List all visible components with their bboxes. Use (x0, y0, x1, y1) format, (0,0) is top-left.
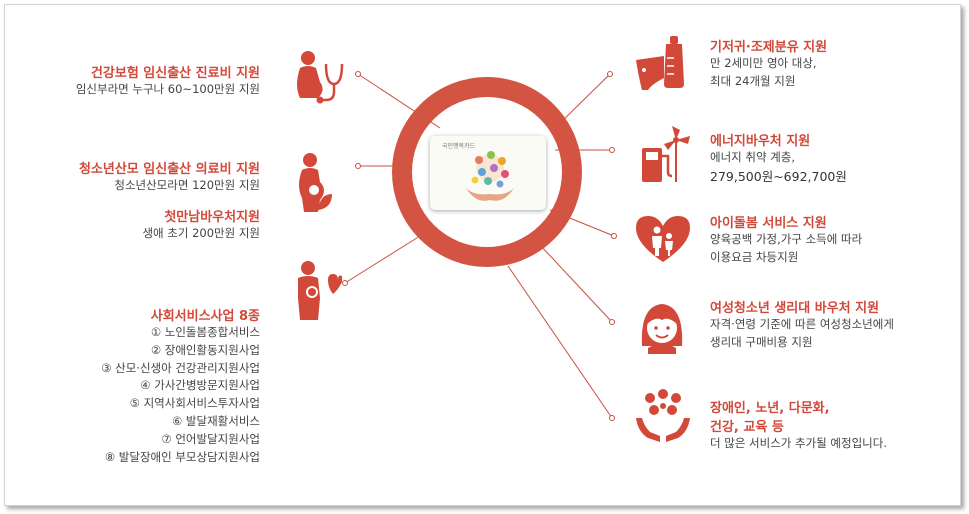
baby-bottle-diaper-icon (636, 36, 684, 90)
center-ring (392, 77, 582, 267)
item-teen-mother: 청소년산모 임신출산 의료비 지원 청소년산모라면 120만원 지원 (79, 158, 260, 195)
connector-sanitary (539, 244, 613, 323)
sanitary-title: 여성청소년 생리대 바우처 지원 (710, 301, 880, 316)
teen-mother-desc: 청소년산모라면 120만원 지원 (114, 178, 260, 192)
item-social-services: 사회서비스사업 8종 ① 노인돌봄종합서비스 ② 장애인활동지원사업 ③ 산모·… (101, 305, 260, 467)
happiness-card: 국민행복카드 (430, 136, 546, 210)
item-more-services: 장애인, 노년, 다문화, 건강, 교육 등 더 많은 서비스가 추가될 예정입… (710, 397, 887, 453)
heart-family-icon (636, 216, 690, 262)
diaper-title: 기저귀·조제분유 지원 (710, 40, 828, 55)
diaper-desc: 최대 24개월 지원 (710, 73, 796, 88)
childcare-desc: 양육공백 가정,가구 소득에 따라 (710, 232, 863, 246)
first-meeting-title: 첫만남바우처지원 (164, 210, 260, 225)
social-service-item: ⑧ 발달장애인 부모상담지원사업 (104, 449, 260, 464)
social-service-item: ① 노인돌봄종합서비스 (150, 325, 260, 339)
item-energy: 에너지바우처 지원 에너지 취약 계층, 279,500원~692,700원 (710, 130, 847, 186)
social-service-item: ⑤ 지역사회서비스투자사업 (129, 396, 260, 411)
childcare-title: 아이돌봄 서비스 지원 (710, 216, 827, 231)
social-services-title: 사회서비스사업 8종 (150, 309, 260, 324)
girl-face-icon (641, 304, 683, 354)
pregnant-leaf-icon (299, 153, 332, 212)
fuel-pump-windmill-icon (642, 126, 690, 182)
first-meeting-desc: 생애 초기 200만원 지원 (142, 226, 260, 240)
happiness-card-icon (466, 151, 514, 201)
social-service-item: ⑥ 발달재활서비스 (171, 414, 260, 429)
social-service-item: ② 장애인활동지원사업 (150, 342, 260, 357)
health-insurance-desc: 임신부라면 누구나 60~100만원 지원 (75, 82, 260, 96)
more-services-desc: 더 많은 서비스가 추가될 예정입니다. (710, 436, 887, 450)
mother-baby-heart-icon (298, 261, 342, 320)
item-childcare: 아이돌봄 서비스 지원 양육공백 가정,가구 소득에 따라 이용요금 차등지원 (710, 212, 862, 267)
energy-amount: 279,500원~692,700원 (710, 168, 847, 184)
sanitary-desc: 생리대 구매비용 지원 (710, 334, 813, 349)
teen-mother-title: 청소년산모 임신출산 의료비 지원 (78, 162, 260, 177)
item-diaper: 기저귀·조제분유 지원 만 2세미만 영아 대상, 최대 24개월 지원 (710, 36, 827, 91)
more-services-title: 장애인, 노년, 다문화, (710, 401, 830, 416)
item-health-insurance: 건강보험 임신출산 진료비 지원 임신부라면 누구나 60~100만원 지원 (76, 62, 260, 99)
connector-social-services (344, 235, 421, 284)
social-service-item: ④ 가사간병방문지원사업 (140, 378, 260, 393)
connector-more (507, 265, 613, 419)
hands-services-icon (636, 389, 690, 442)
childcare-desc: 이용요금 차등지원 (710, 249, 799, 264)
card-label: 국민행복카드 (442, 143, 476, 150)
sanitary-desc: 자격·연령 기준에 따른 여성청소년에게 (710, 317, 894, 331)
pregnant-stethoscope-icon (297, 51, 344, 104)
item-first-meeting: 첫만남바우처지원 생애 초기 200만원 지원 (142, 206, 260, 243)
more-services-title: 건강, 교육 등 (710, 420, 784, 435)
diaper-desc: 만 2세미만 영아 대상, (710, 56, 817, 70)
social-service-item: ⑦ 언어발달지원사업 (161, 431, 260, 446)
health-insurance-title: 건강보험 임신출산 진료비 지원 (90, 66, 260, 81)
energy-desc: 에너지 취약 계층, (710, 150, 796, 164)
energy-title: 에너지바우처 지원 (710, 134, 811, 149)
item-sanitary: 여성청소년 생리대 바우처 지원 자격·연령 기준에 따른 여성청소년에게 생리… (710, 297, 894, 352)
social-service-item: ③ 산모·신생아 건강관리지원사업 (101, 360, 260, 375)
